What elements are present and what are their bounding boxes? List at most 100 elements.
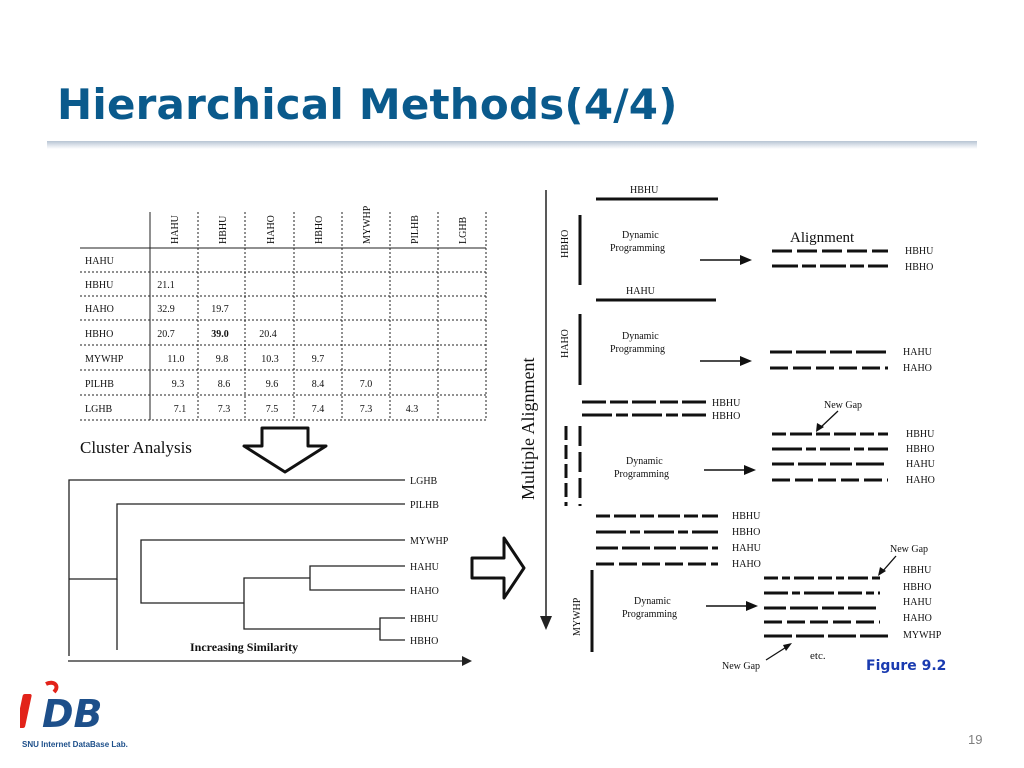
matrix-header: MYWHP [362, 205, 373, 244]
dendrogram-leaf: HBHU [410, 614, 439, 625]
multiple-alignment-label: Multiple Alignment [518, 358, 538, 501]
sequence-label: HBHU [630, 185, 659, 196]
dp-label: Programming [610, 344, 665, 355]
matrix-cell: 7.1 [174, 404, 187, 415]
matrix-cell: 39.0 [211, 329, 229, 340]
sequence-label: MYWHP [572, 597, 583, 636]
dendrogram [68, 479, 405, 656]
matrix-header: HBHO [314, 216, 325, 244]
matrix-header: HAHO [266, 215, 277, 244]
aligned-label: HBHU [906, 429, 935, 440]
pointer-arrowhead-icon [878, 567, 886, 576]
matrix-cell: 7.3 [218, 404, 231, 415]
dendrogram-branch [243, 577, 380, 630]
dendrogram-branch [140, 539, 405, 579]
aligned-label: MYWHP [903, 630, 942, 641]
matrix-cell: 8.4 [312, 379, 325, 390]
dendrogram-leaf: PILHB [410, 500, 439, 511]
dendrogram-leaves: LGHB PILHB MYWHP HAHU HAHO HBHU HBHO [410, 476, 449, 647]
sequence-label: HBHO [712, 411, 740, 422]
distance-matrix: HAHU HBHU HAHO HBHO MYWHP PILHB LGHB HAH… [80, 205, 487, 421]
sequence-label: HAHO [732, 559, 761, 570]
matrix-cell: 20.7 [157, 329, 175, 340]
alignment-title: Alignment [790, 230, 855, 246]
aligned-label: HAHU [903, 347, 933, 358]
dp-label: Dynamic [634, 596, 671, 607]
matrix-cell: 19.7 [211, 304, 229, 315]
matrix-cell: 20.4 [259, 329, 277, 340]
dendrogram-branch [68, 479, 405, 656]
aligned-label: HAHU [903, 597, 933, 608]
pointer-arrowhead-icon [783, 643, 792, 651]
logo-text: DB [42, 692, 103, 736]
matrix-header: HBHU [218, 215, 229, 244]
aligned-label: HAHU [906, 459, 936, 470]
aligned-label: HBHO [906, 444, 934, 455]
matrix-row-label: LGHB [85, 404, 113, 415]
figure-caption: Figure 9.2 [866, 658, 946, 674]
matrix-cell: 9.3 [172, 379, 185, 390]
new-gap-pointer [881, 555, 897, 573]
matrix-cell: 9.7 [312, 354, 325, 365]
dp-label: Dynamic [622, 230, 659, 241]
title-underline [47, 141, 977, 149]
etc-label: etc. [810, 650, 826, 662]
new-gap-label: New Gap [722, 661, 760, 672]
aligned-label: HBHO [905, 262, 933, 273]
cluster-analysis-title: Cluster Analysis [80, 438, 192, 457]
matrix-row-label: HAHO [85, 304, 114, 315]
matrix-cell: 9.6 [266, 379, 279, 390]
matrix-column-headers: HAHU HBHU HAHO HBHO MYWHP PILHB LGHB [170, 205, 469, 244]
page-number: 19 [968, 732, 983, 747]
matrix-row-label: MYWHP [85, 354, 124, 365]
down-arrow-icon [242, 426, 328, 474]
aligned-label: HBHO [903, 582, 931, 593]
aligned-label: HAHO [903, 613, 932, 624]
new-gap-pointer [819, 410, 839, 429]
matrix-grid [80, 212, 487, 421]
matrix-cell: 7.3 [360, 404, 373, 415]
matrix-header: LGHB [458, 216, 469, 244]
logo-letter-i [20, 694, 32, 728]
sequence-label: HBHU [732, 511, 761, 522]
sequence-label: HBHU [712, 398, 741, 409]
new-gap-label: New Gap [890, 544, 928, 555]
right-arrow-icon [470, 536, 526, 600]
axis-arrowhead-icon [462, 656, 472, 666]
matrix-row-label: HBHO [85, 329, 113, 340]
dendrogram-leaf: HAHO [410, 586, 439, 597]
aligned-label: HAHO [906, 475, 935, 486]
alignment-arrowhead-icon [540, 616, 552, 630]
matrix-row-labels: HAHU HBHU HAHO HBHO MYWHP PILHB LGHB [85, 256, 124, 415]
matrix-header: PILHB [410, 215, 421, 244]
matrix-cell: 9.8 [216, 354, 229, 365]
matrix-cell: 11.0 [167, 354, 184, 365]
dp-label: Dynamic [622, 331, 659, 342]
sequence-label: HAHO [560, 329, 571, 358]
matrix-row-label: HBHU [85, 280, 114, 291]
matrix-cell: 10.3 [261, 354, 279, 365]
dendrogram-leaf: HAHU [410, 562, 440, 573]
sequence-label: HAHU [732, 543, 762, 554]
matrix-cell: 7.4 [312, 404, 325, 415]
matrix-cells: 21.1 32.9 19.7 20.7 39.0 20.4 11.0 9.8 1… [157, 280, 418, 415]
matrix-cell: 4.3 [406, 404, 419, 415]
arrowhead-icon [746, 601, 758, 611]
matrix-cell: 32.9 [157, 304, 175, 315]
dendrogram-branch [379, 617, 405, 641]
similarity-axis-label: Increasing Similarity [190, 640, 298, 654]
multiple-alignment: Multiple Alignment HBHU HBHO Dynamic Pro… [518, 185, 942, 672]
new-gap-label: New Gap [824, 400, 862, 411]
slide-title: Hierarchical Methods(4/4) [57, 80, 678, 129]
sequence-label: HBHO [560, 230, 571, 258]
matrix-row-label: HAHU [85, 256, 115, 267]
aligned-label: HBHU [905, 246, 934, 257]
arrowhead-icon [740, 255, 752, 265]
arrowhead-icon [740, 356, 752, 366]
dp-label: Programming [614, 469, 669, 480]
dp-label: Programming [610, 243, 665, 254]
dendrogram-branch [309, 565, 405, 591]
aligned-label: HBHU [903, 565, 932, 576]
matrix-cell: 7.5 [266, 404, 279, 415]
